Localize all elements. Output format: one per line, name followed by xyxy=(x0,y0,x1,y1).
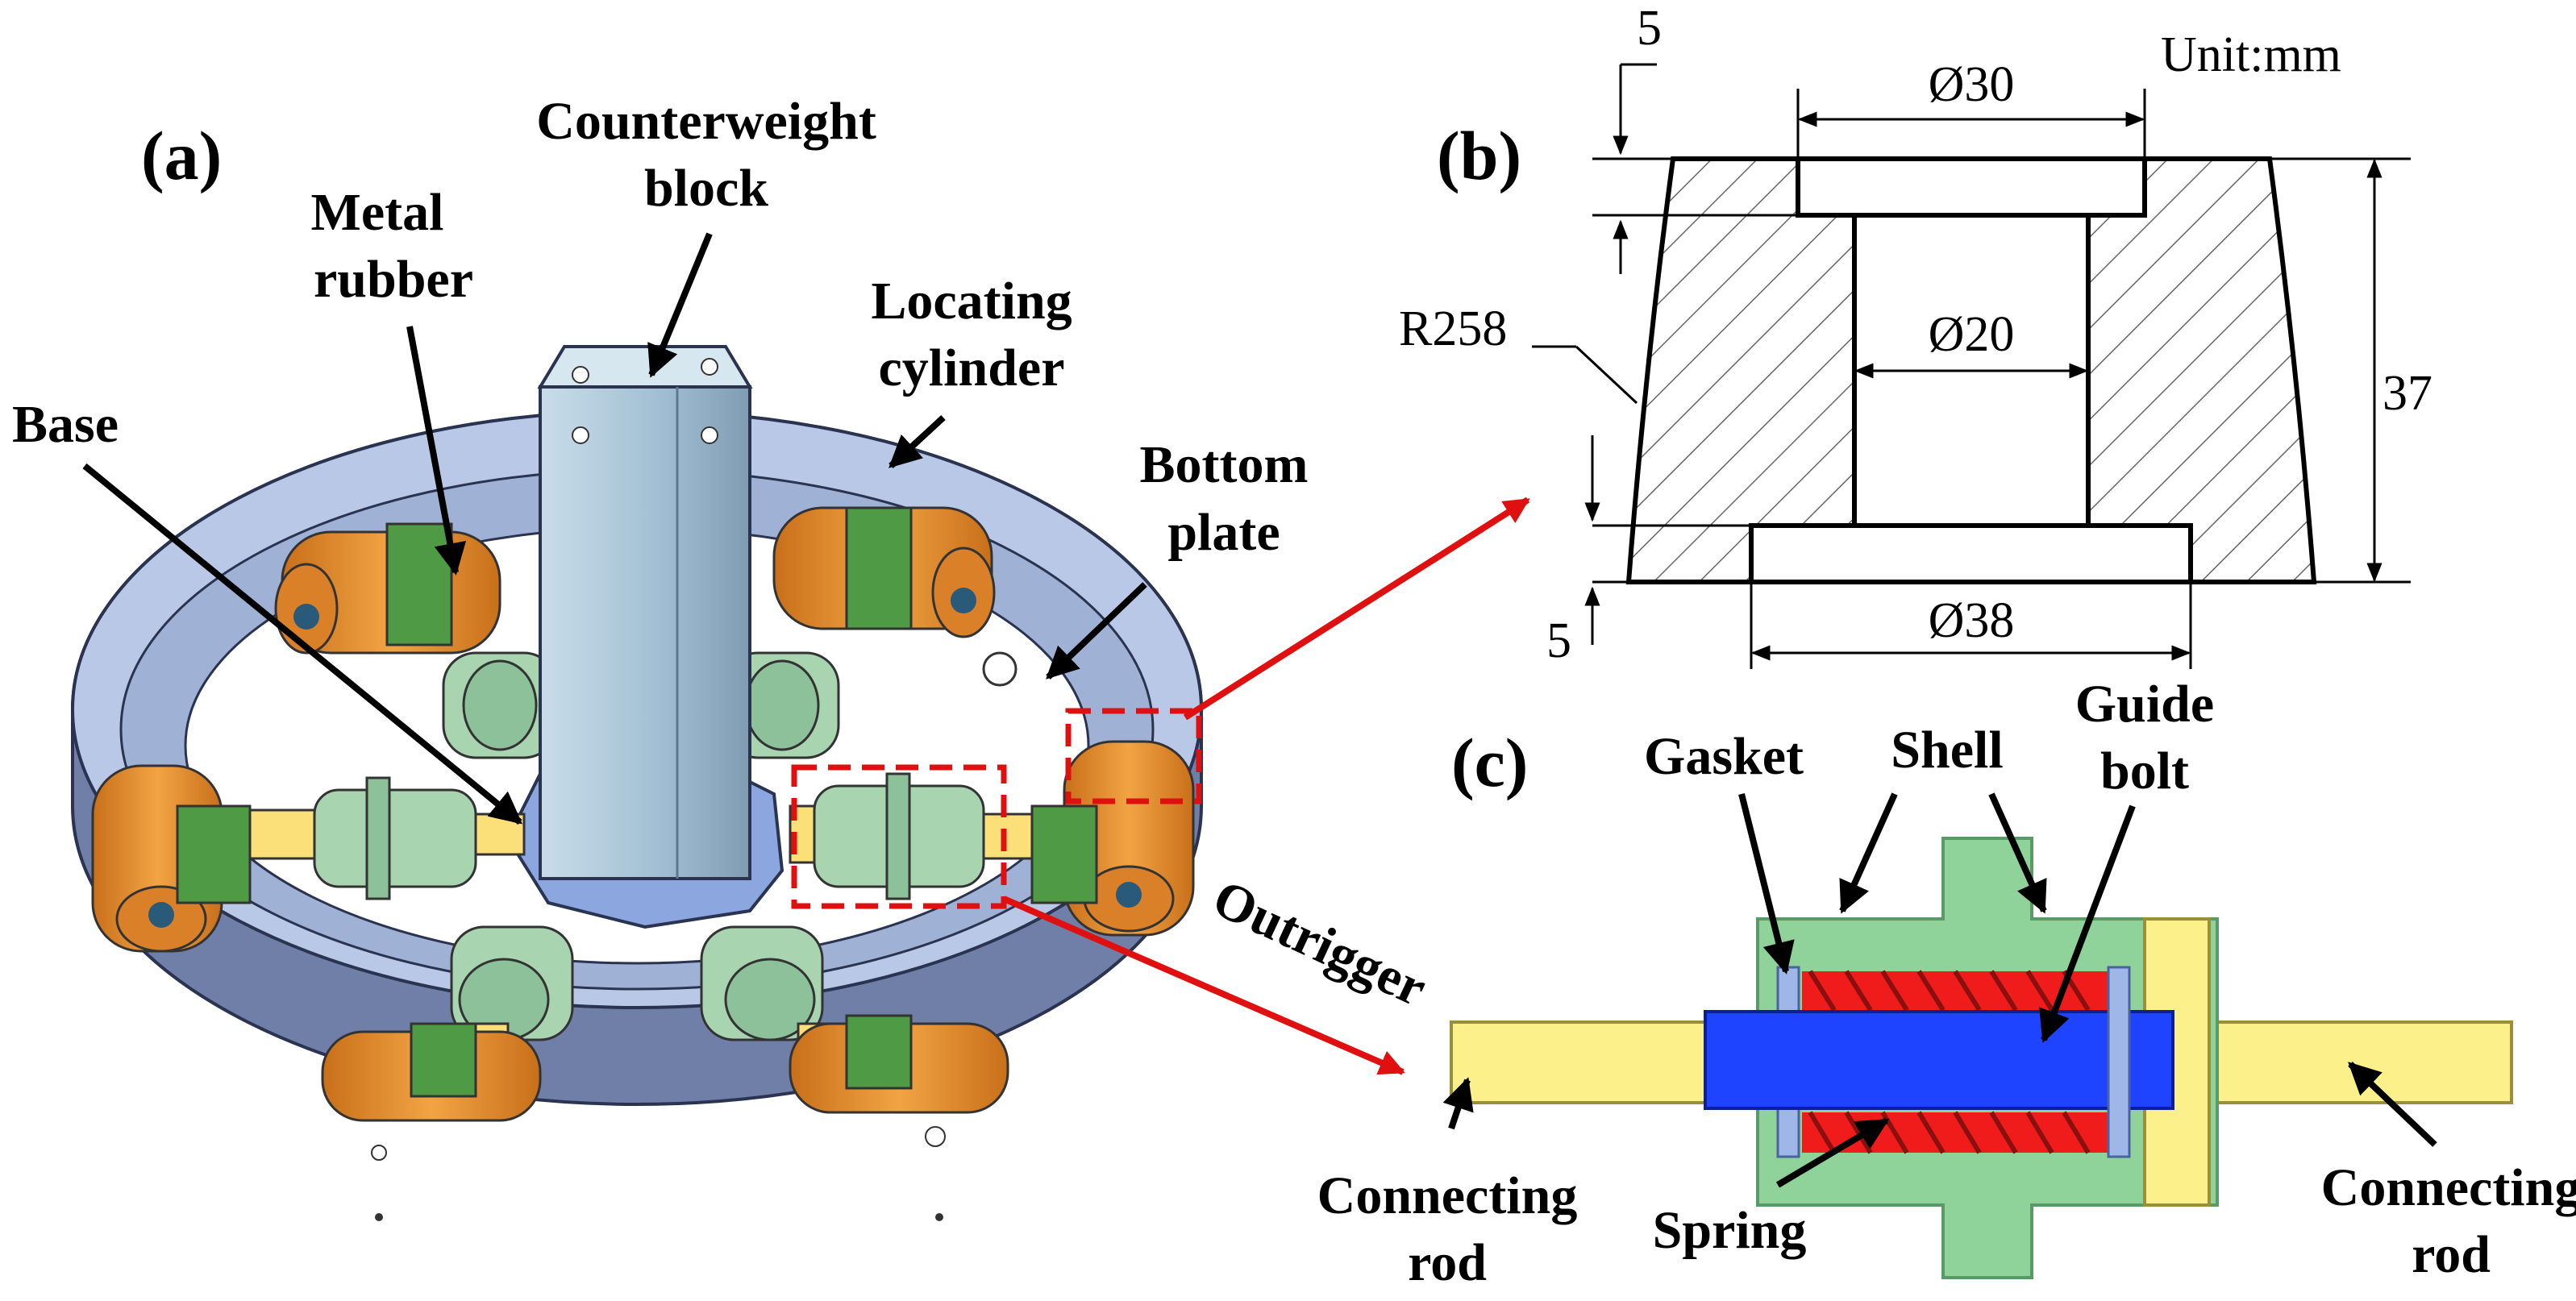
base-label: Base xyxy=(12,395,119,454)
ring-hole-3 xyxy=(935,1213,943,1221)
connecting-rod-right-shape xyxy=(2208,1020,2513,1104)
section-top-counterbore xyxy=(1796,156,2147,218)
connecting-rod-right-label-1: Connecting xyxy=(2321,1158,2576,1217)
gasket-right-shape xyxy=(2107,966,2131,1158)
unit-label: Unit:mm xyxy=(2161,27,2341,82)
metal-rubber-lower-right xyxy=(789,1014,1009,1114)
panel-label-a: (a) xyxy=(141,117,222,194)
outrigger-label: Outrigger xyxy=(1205,868,1436,1017)
leader-counterweight xyxy=(647,232,713,378)
bottom-plate-label-1: Bottom xyxy=(1140,435,1309,494)
shell-label: Shell xyxy=(1891,721,2003,779)
dim-top-thickness: 5 xyxy=(1637,1,1662,56)
dim-radius: R258 xyxy=(1399,301,1507,356)
panel-a-assembly: (a) Counterweight block Metal rubber Loc… xyxy=(12,92,1530,1221)
counterweight-label-2: block xyxy=(644,159,768,218)
dim-height: 37 xyxy=(2382,366,2432,421)
leader-locating-cylinder xyxy=(888,415,946,468)
metal-rubber-right xyxy=(1030,740,1195,937)
locating-cylinder-label-2: cylinder xyxy=(879,339,1065,397)
leader-gasket xyxy=(1738,793,1795,975)
metal-rubber-label-2: rubber xyxy=(314,250,473,309)
outrigger-upper-right xyxy=(724,651,840,759)
leader-rod-right xyxy=(2348,1062,2437,1147)
dim-bottom-diameter: Ø38 xyxy=(1929,593,2015,648)
counterweight-block xyxy=(537,345,753,880)
dimension-lines xyxy=(1532,63,2411,669)
metal-rubber-lower-left xyxy=(321,1022,542,1122)
leader-metal-rubber xyxy=(406,326,467,576)
connecting-rod-left-label-1: Connecting xyxy=(1317,1166,1578,1225)
metal-rubber-upper-left xyxy=(274,522,501,655)
callout-arrow-to-c xyxy=(1002,896,1405,1075)
outrigger-upper-left xyxy=(442,651,558,759)
guide-bolt-shape xyxy=(1704,1010,2174,1110)
leader-guide-bolt xyxy=(2039,804,2136,1043)
connecting-rod-right-label-2: rod xyxy=(2412,1225,2491,1284)
metal-rubber-left xyxy=(91,764,252,953)
panel-c-section: (c) Gasket Shell Guide bolt Connecting r… xyxy=(1317,675,2576,1292)
guide-bolt-label-1: Guide xyxy=(2075,675,2214,734)
leader-shell-1 xyxy=(1839,792,1898,914)
ring-hole-2 xyxy=(925,1126,946,1147)
counterweight-label-1: Counterweight xyxy=(536,92,876,151)
leader-bottom-plate xyxy=(1046,582,1147,680)
leader-base xyxy=(82,463,523,825)
guide-bolt-label-2: bolt xyxy=(2100,742,2189,800)
section-bottom-counterbore xyxy=(1749,523,2193,584)
locating-cylinder-label-1: Locating xyxy=(871,272,1072,330)
dim-bottom-thickness: 5 xyxy=(1546,613,1571,668)
dim-top-diameter: Ø30 xyxy=(1929,57,2015,112)
metal-rubber-upper-right xyxy=(772,506,996,638)
panel-label-b: (b) xyxy=(1437,117,1521,194)
leader-spring xyxy=(1775,1117,1890,1188)
detail-box-outrigger xyxy=(791,764,1007,909)
connecting-rod-left-label-2: rod xyxy=(1408,1233,1487,1292)
dim-mid-diameter: Ø20 xyxy=(1929,307,2015,362)
spring-label: Spring xyxy=(1653,1201,1807,1260)
panel-b-section: (b) Unit:mm 5 Ø30 Ø20 Ø38 R258 37 5 xyxy=(1399,1,2432,669)
metal-rubber-label-1: Metal xyxy=(311,183,444,242)
ring-hole-1 xyxy=(371,1145,387,1161)
leader-rod-left xyxy=(1442,1077,1474,1130)
panel-label-c: (c) xyxy=(1451,724,1528,801)
leader-shell-2 xyxy=(1988,792,2047,914)
outrigger-left xyxy=(240,776,526,900)
callout-arrow-to-b xyxy=(1183,497,1530,721)
bottom-plate-hole xyxy=(982,651,1017,687)
gasket-label: Gasket xyxy=(1644,727,1804,786)
ring-hole-4 xyxy=(375,1213,383,1221)
bottom-plate-label-2: plate xyxy=(1167,503,1280,562)
detail-box-rubber xyxy=(1065,708,1202,804)
